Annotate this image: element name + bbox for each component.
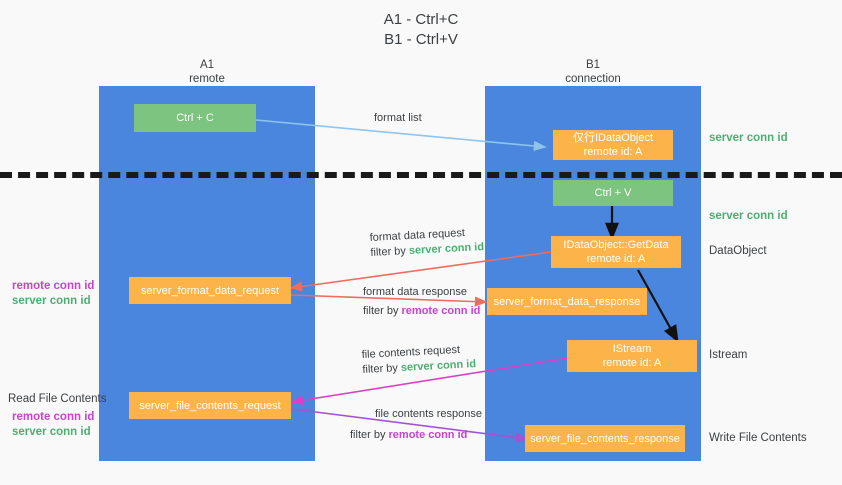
node-idataobject-remote-line1: 仅行IDataObject bbox=[572, 132, 654, 144]
edge-label-file-contents-response-text: file contents response bbox=[375, 408, 483, 420]
node-istream-line1: IStream bbox=[612, 343, 652, 355]
edge-label-format-data-response-text: format data response bbox=[363, 286, 467, 298]
side-label-read-file-contents: Read File Contents bbox=[8, 393, 107, 405]
column-header-b1: B1 connection bbox=[485, 58, 701, 86]
edge-label-file-contents-response-filter: filter by remote conn id bbox=[350, 428, 482, 443]
diagram-title: A1 - Ctrl+C B1 - Ctrl+V bbox=[0, 10, 842, 50]
edge-label-format-data-response-filter: filter by remote conn id bbox=[363, 304, 480, 319]
filter-prefix: filter by bbox=[370, 244, 410, 259]
node-ctrl-v-label: Ctrl + V bbox=[594, 187, 632, 199]
node-server-file-contents-request[interactable]: server_file_contents_request bbox=[129, 392, 291, 419]
column-header-a1-name: A1 bbox=[199, 59, 215, 71]
side-label-server-conn-id-top: server conn id bbox=[709, 132, 788, 144]
node-server-file-contents-request-label: server_file_contents_request bbox=[139, 399, 281, 412]
node-server-file-contents-response[interactable]: server_file_contents_response bbox=[525, 425, 685, 452]
phase-divider bbox=[0, 172, 842, 178]
filter-prefix: filter by bbox=[362, 361, 402, 376]
node-idataobject-getdata[interactable]: IDataObject::GetData remote id: A bbox=[551, 236, 681, 268]
node-idataobject-remote[interactable]: 仅行IDataObject remote id: A bbox=[553, 130, 673, 160]
side-label-istream: Istream bbox=[709, 349, 748, 361]
column-header-a1: A1 remote bbox=[99, 58, 315, 86]
side-label-write-file-contents: Write File Contents bbox=[709, 432, 807, 444]
node-server-format-data-request[interactable]: server_format_data_request bbox=[129, 277, 291, 304]
title-line-1: A1 - Ctrl+C bbox=[383, 11, 459, 28]
side-label-dataobject: DataObject bbox=[709, 245, 767, 257]
node-ctrl-v[interactable]: Ctrl + V bbox=[553, 180, 673, 206]
filter-value-server-conn-id: server conn id bbox=[400, 358, 477, 374]
edge-label-format-data-request: format data request filter by server con… bbox=[369, 225, 484, 261]
side-label-server-conn-id-mid: server conn id bbox=[709, 210, 788, 222]
title-line-2: B1 - Ctrl+V bbox=[384, 31, 458, 48]
filter-prefix: filter by bbox=[363, 305, 402, 317]
node-server-format-data-response-label: server_format_data_response bbox=[493, 295, 641, 308]
column-header-b1-name: B1 bbox=[585, 59, 601, 71]
edge-label-file-contents-response: file contents response filter by remote … bbox=[350, 407, 483, 443]
column-header-a1-role: remote bbox=[189, 73, 225, 85]
filter-prefix: filter by bbox=[350, 429, 389, 441]
node-ctrl-c-label: Ctrl + C bbox=[176, 112, 214, 124]
side-label-server-conn-id-2: server conn id bbox=[12, 426, 91, 438]
side-label-remote-conn-id-1: remote conn id bbox=[12, 280, 95, 292]
filter-value-server-conn-id: server conn id bbox=[408, 241, 485, 257]
filter-value-remote-conn-id: remote conn id bbox=[401, 305, 481, 317]
column-header-b1-role: connection bbox=[565, 73, 621, 85]
edge-label-format-list: format list bbox=[374, 112, 422, 124]
side-label-server-conn-id-1: server conn id bbox=[12, 295, 91, 307]
edge-label-format-data-response: format data response filter by remote co… bbox=[363, 285, 480, 319]
node-idataobject-getdata-line1: IDataObject::GetData bbox=[563, 239, 669, 251]
node-idataobject-getdata-line2: remote id: A bbox=[586, 253, 646, 265]
edge-label-file-contents-request: file contents request filter by server c… bbox=[361, 342, 476, 378]
node-idataobject-remote-line2: remote id: A bbox=[583, 146, 643, 158]
node-server-format-data-response[interactable]: server_format_data_response bbox=[487, 288, 647, 315]
node-ctrl-c[interactable]: Ctrl + C bbox=[134, 104, 256, 132]
node-server-file-contents-response-label: server_file_contents_response bbox=[530, 432, 680, 445]
side-label-remote-conn-id-2: remote conn id bbox=[12, 411, 95, 423]
node-istream-line2: remote id: A bbox=[602, 357, 662, 369]
node-server-format-data-request-label: server_format_data_request bbox=[140, 284, 280, 297]
node-istream[interactable]: IStream remote id: A bbox=[567, 340, 697, 372]
filter-value-remote-conn-id: remote conn id bbox=[388, 429, 468, 441]
